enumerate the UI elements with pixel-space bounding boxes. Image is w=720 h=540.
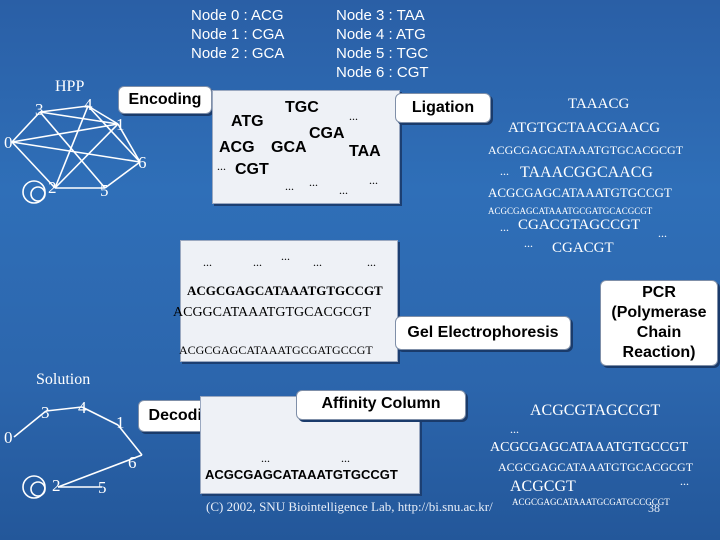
hpp-graph xyxy=(11,105,141,204)
enc-word-cga: CGA xyxy=(309,125,345,142)
hpp-node-5: 5 xyxy=(100,181,109,200)
lig-seq-2: ATGTGCTAACGAACG xyxy=(508,120,661,136)
lig-seq-4: TAAACGGCAACG xyxy=(520,164,653,181)
enc-dots: ... xyxy=(369,173,378,187)
lig-seq-3: ACGCGAGCATAAATGTGCACGCGT xyxy=(488,143,684,157)
lig-dots: ... xyxy=(500,220,509,234)
hpp-node-6: 6 xyxy=(138,153,147,172)
gel-seq-1: ACGCGAGCATAAATGTGCCGT xyxy=(187,283,383,298)
lig-seq-6: ACGCGAGCATAAATGCGATGCACGCGT xyxy=(488,206,653,216)
gel-electrophoresis-label: Gel Electrophoresis xyxy=(395,316,571,350)
footer-credit: (C) 2002, SNU Biointelligence Lab, http:… xyxy=(206,499,493,514)
gel-dots: ... xyxy=(253,255,262,269)
node-label-0: Node 0 : ACG xyxy=(191,7,284,24)
node-label-5: Node 5 : TGC xyxy=(336,45,429,62)
node-label-1: Node 1 : CGA xyxy=(191,26,285,43)
page-number: 38 xyxy=(648,501,660,515)
enc-dots: ... xyxy=(349,109,358,123)
solution-node-4: 4 xyxy=(78,398,87,417)
node-label-2: Node 2 : GCA xyxy=(191,45,285,62)
solution-node-3: 3 xyxy=(41,403,50,422)
pcr-dots: ... xyxy=(680,474,689,488)
affinity-seq: ACGCGAGCATAAATGTGCCGT xyxy=(205,467,398,482)
gel-dots: ... xyxy=(281,249,290,263)
enc-dots: ... xyxy=(217,159,226,173)
lig-dots: ... xyxy=(658,226,667,240)
ligation-label: Ligation xyxy=(395,93,491,123)
solution-node-5: 5 xyxy=(98,478,107,497)
node-label-4: Node 4 : ATG xyxy=(336,26,426,43)
solution-node-1: 1 xyxy=(116,413,125,432)
pcr-label: PCR (Polymerase Chain Reaction) xyxy=(600,280,718,366)
affinity-column-label: Affinity Column xyxy=(296,390,466,420)
pcr-seq-4: ACGCGT xyxy=(510,478,576,495)
hpp-node-4: 4 xyxy=(84,95,93,114)
enc-dots: ... xyxy=(309,175,318,189)
solution-graph xyxy=(13,406,143,499)
lig-dots: ... xyxy=(524,236,533,250)
pcr-dots: ... xyxy=(510,422,519,436)
enc-word-taa: TAA xyxy=(349,143,381,160)
hpp-node-1: 1 xyxy=(116,115,125,134)
node-label-3: Node 3 : TAA xyxy=(336,7,425,24)
solution-title: Solution xyxy=(36,371,91,388)
enc-word-tgc: TGC xyxy=(285,99,319,116)
pcr-seq-5: ACGCGAGCATAAATGCGATGCCGCGT xyxy=(512,497,670,507)
gel-seq-2: ACGGCATAAATGTGCACGCGT xyxy=(173,305,371,320)
enc-word-acg: ACG xyxy=(219,139,255,156)
lig-seq-8: CGACGT xyxy=(552,240,614,256)
node-label-6: Node 6 : CGT xyxy=(336,64,429,81)
pcr-seq-3: ACGCGAGCATAAATGTGCACGCGT xyxy=(498,460,694,474)
encoding-panel: TGC ATG CGA ACG GCA TAA CGT ... ... ... … xyxy=(212,90,400,204)
enc-dots: ... xyxy=(339,183,348,197)
aff-dots: ... xyxy=(341,451,350,465)
lig-dots: ... xyxy=(500,164,509,178)
pcr-seq-2: ACGCGAGCATAAATGTGCCGT xyxy=(490,440,688,455)
gel-dots: ... xyxy=(203,255,212,269)
lig-seq-5: ACGCGAGCATAAATGTGCCGT xyxy=(488,185,672,200)
hpp-node-3: 3 xyxy=(35,100,44,119)
affinity-panel: ... ... ACGCGAGCATAAATGTGCCGT xyxy=(200,396,420,494)
lig-seq-1: TAAACG xyxy=(568,96,630,112)
enc-dots: ... xyxy=(285,179,294,193)
hpp-title: HPP xyxy=(55,78,85,95)
gel-dots: ... xyxy=(313,255,322,269)
gel-dots: ... xyxy=(367,255,376,269)
enc-word-gca: GCA xyxy=(271,139,307,156)
gel-panel: ... ... ... ... ... ACGCGAGCATAAATGTGCCG… xyxy=(173,240,398,362)
enc-word-cgt: CGT xyxy=(235,161,269,178)
enc-word-atg: ATG xyxy=(231,113,264,130)
lig-seq-7: CGACGTAGCCGT xyxy=(518,217,641,233)
solution-node-6: 6 xyxy=(128,453,137,472)
pcr-seq-1: ACGCGTAGCCGT xyxy=(530,402,661,419)
solution-node-0: 0 xyxy=(4,428,13,447)
gel-seq-3: ACGCGAGCATAAATGCGATGCCGT xyxy=(179,343,373,357)
hpp-node-0: 0 xyxy=(4,133,13,152)
solution-node-2: 2 xyxy=(52,476,61,495)
hpp-node-2: 2 xyxy=(48,178,57,197)
encoding-label: Encoding xyxy=(118,86,212,114)
aff-dots: ... xyxy=(261,451,270,465)
